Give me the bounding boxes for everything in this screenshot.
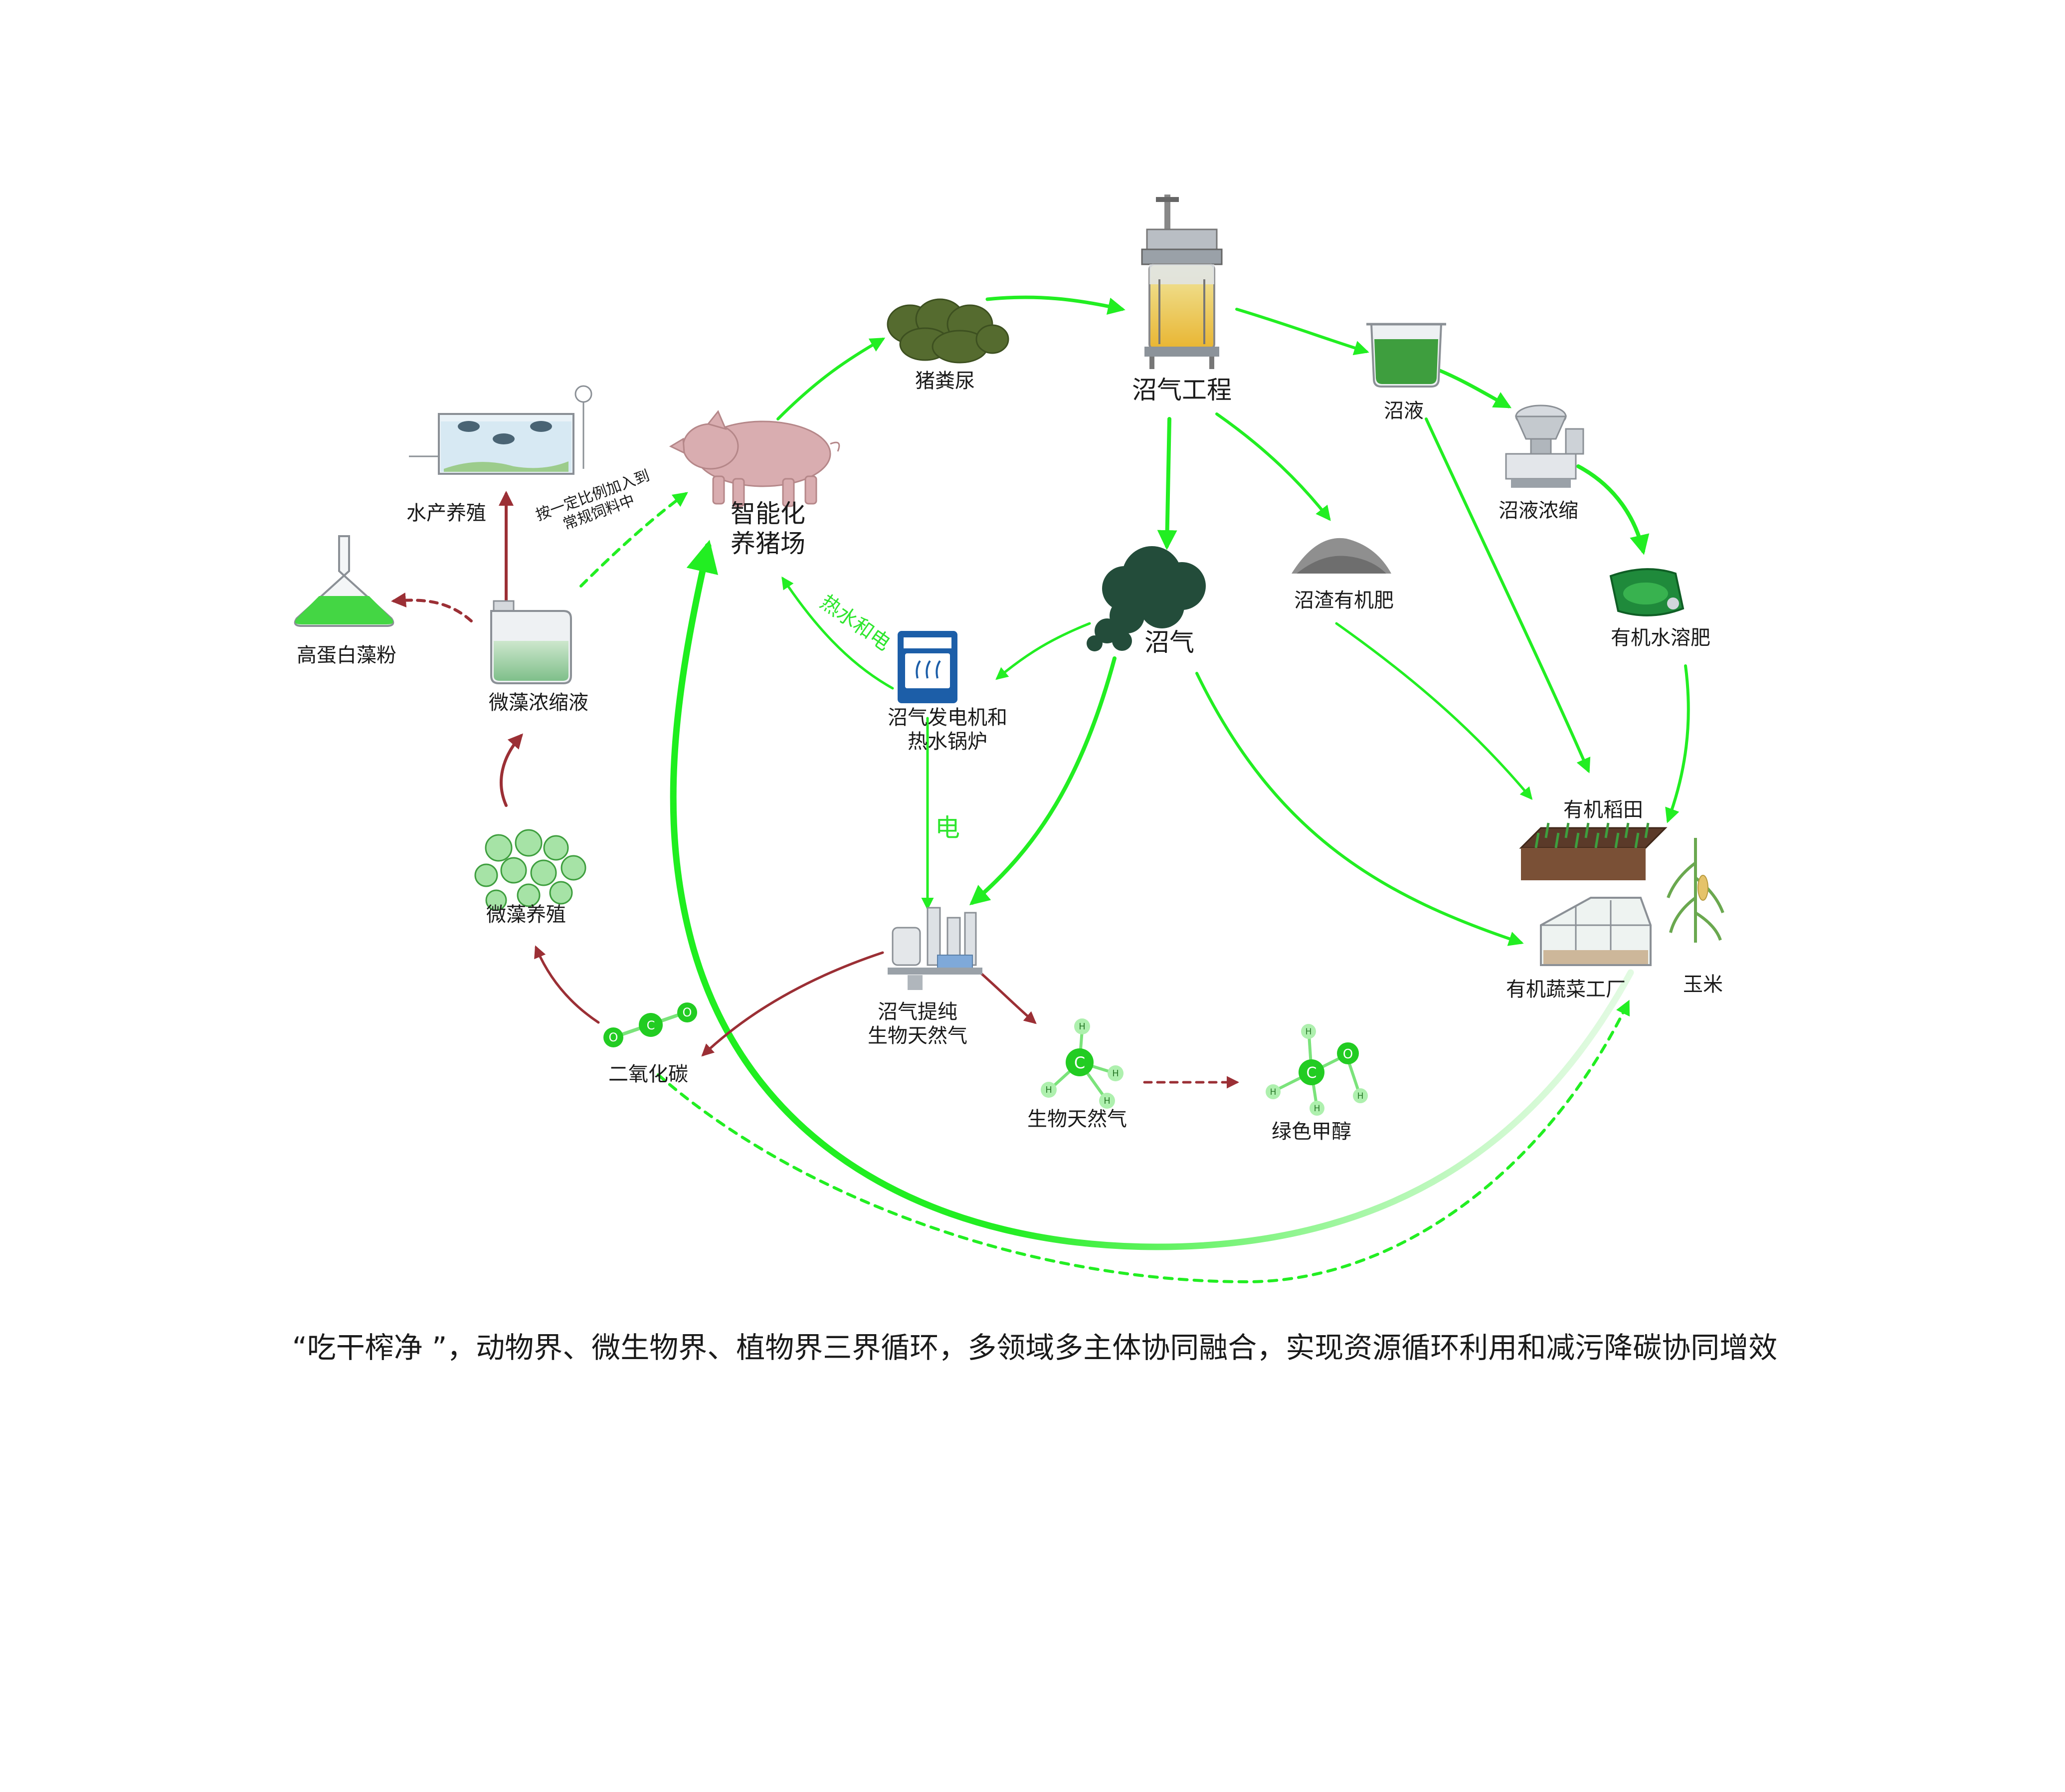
diagram-caption: “吃干榨净 ”，动物界、微生物界、植物界三界循环，多领域多主体协同融合，实现资源… <box>292 1331 1778 1365</box>
soil-pile-icon <box>1292 538 1391 574</box>
label-purification: 沼气提纯 生物天然气 <box>868 1000 967 1047</box>
hydrogen-letter: H <box>1079 1021 1086 1032</box>
arrow-biogas-to-generator <box>995 622 1091 680</box>
label-organic-vegetable-factory: 有机蔬菜工厂 <box>1506 978 1626 1001</box>
boiler-icon <box>898 631 957 703</box>
label-biogas-project: 沼气工程 <box>1132 376 1232 404</box>
hydrogen-letter: H <box>1270 1087 1277 1097</box>
label-pig-manure: 猪粪尿 <box>915 370 975 393</box>
arrow-water-fertilizer-to-rice-field <box>1665 664 1690 823</box>
bioreactor-icon <box>1141 195 1223 369</box>
arrow-loop-to-pig-farm <box>670 540 1634 1250</box>
label-corn: 玉米 <box>1683 973 1723 996</box>
hydrogen-letter: H <box>1314 1104 1320 1114</box>
beaker-icon <box>1366 323 1446 388</box>
label-organic-rice-field: 有机稻田 <box>1563 798 1643 821</box>
arrow-purification-to-co2 <box>701 951 884 1057</box>
label-residue-fertilizer: 沼渣有机肥 <box>1294 589 1394 612</box>
green-arrows <box>579 295 1690 1284</box>
arrow-biogas-project-to-residue <box>1215 412 1331 521</box>
label-microalgae-cultivation: 微藻养殖 <box>486 903 566 926</box>
label-bio-natural-gas: 生物天然气 <box>1027 1108 1127 1131</box>
microalgae-cells-icon <box>474 829 586 911</box>
label-microalgae-concentrate: 微藻浓缩液 <box>489 691 588 714</box>
label-slurry-concentration: 沼液浓缩 <box>1499 499 1578 522</box>
hydrogen-letter: H <box>1104 1096 1111 1106</box>
label-generator-boiler: 沼气发电机和 热水锅炉 <box>888 706 1007 753</box>
arrow-concentration-to-water-fertilizer <box>1576 464 1650 555</box>
co2-molecule-icon: O C O <box>603 1002 697 1047</box>
arrow-concentrate-to-protein-powder <box>391 593 473 622</box>
methanol-molecule-icon: C O H H H H <box>1266 1024 1368 1116</box>
label-co2: 二氧化碳 <box>608 1063 688 1086</box>
label-aquaculture: 水产养殖 <box>406 502 486 525</box>
label-green-methanol: 绿色甲醇 <box>1272 1120 1351 1143</box>
arrow-biogas-to-purification <box>969 656 1117 906</box>
arrow-pig-to-manure <box>776 338 886 420</box>
arrow-microalgae-to-concentrate <box>500 733 523 807</box>
arrow-generator-to-pig-farm <box>781 576 894 690</box>
oxygen-letter: O <box>683 1005 692 1019</box>
methane-molecule-icon: C H H H H <box>1041 1018 1124 1109</box>
arrow-co2-to-microalgae <box>534 945 600 1024</box>
carbon-letter: C <box>1074 1053 1085 1072</box>
concentrate-jug-icon <box>490 600 572 684</box>
carbon-letter: C <box>647 1018 655 1032</box>
arrow-manure-to-biogas-project <box>985 295 1126 315</box>
centrifuge-icon <box>1505 404 1584 488</box>
label-biogas-slurry: 沼液 <box>1384 399 1424 422</box>
greenhouse-icon <box>1540 897 1652 966</box>
arrow-co2-to-vegetable-factory <box>657 999 1630 1284</box>
arrow-biogas-to-vegetable-factory <box>1195 672 1524 946</box>
arrow-slurry-to-concentration <box>1434 367 1512 408</box>
fertilizer-bag-icon <box>1609 568 1685 616</box>
rice-field-icon <box>1519 822 1668 880</box>
erlenmeyer-flask-icon <box>294 535 394 627</box>
manure-icon <box>887 298 1009 364</box>
pig-icon <box>669 410 840 507</box>
label-pig-farm: 智能化 养猪场 <box>731 499 805 558</box>
carbon-letter: C <box>1307 1064 1317 1082</box>
smoke-cloud-icon <box>1087 546 1206 651</box>
label-organic-water-fertilizer: 有机水溶肥 <box>1611 626 1710 649</box>
label-electricity: 电 <box>935 813 960 842</box>
hydrogen-letter: H <box>1112 1068 1119 1079</box>
arrow-microalgae-to-pig-farm <box>579 492 688 588</box>
hydrogen-letter: H <box>1045 1085 1052 1095</box>
corn-plant-icon <box>1667 838 1724 943</box>
red-arrows <box>391 491 1239 1089</box>
label-high-protein-powder: 高蛋白藻粉 <box>297 644 396 667</box>
aquarium-icon <box>409 385 592 475</box>
purification-plant-icon <box>888 907 982 990</box>
hydrogen-letter: H <box>1306 1027 1312 1037</box>
label-biogas: 沼气 <box>1144 628 1194 657</box>
arrow-biogas-project-to-slurry <box>1235 308 1369 356</box>
arrow-residue-to-rice-field <box>1335 622 1533 800</box>
oxygen-letter: O <box>1343 1047 1353 1062</box>
arrow-slurry-to-rice-field <box>1425 417 1591 774</box>
arrow-biogas-project-to-biogas <box>1157 417 1177 550</box>
arrow-purification-to-bio-gas <box>976 969 1037 1024</box>
hydrogen-letter: H <box>1357 1091 1364 1101</box>
oxygen-letter: O <box>609 1030 618 1044</box>
